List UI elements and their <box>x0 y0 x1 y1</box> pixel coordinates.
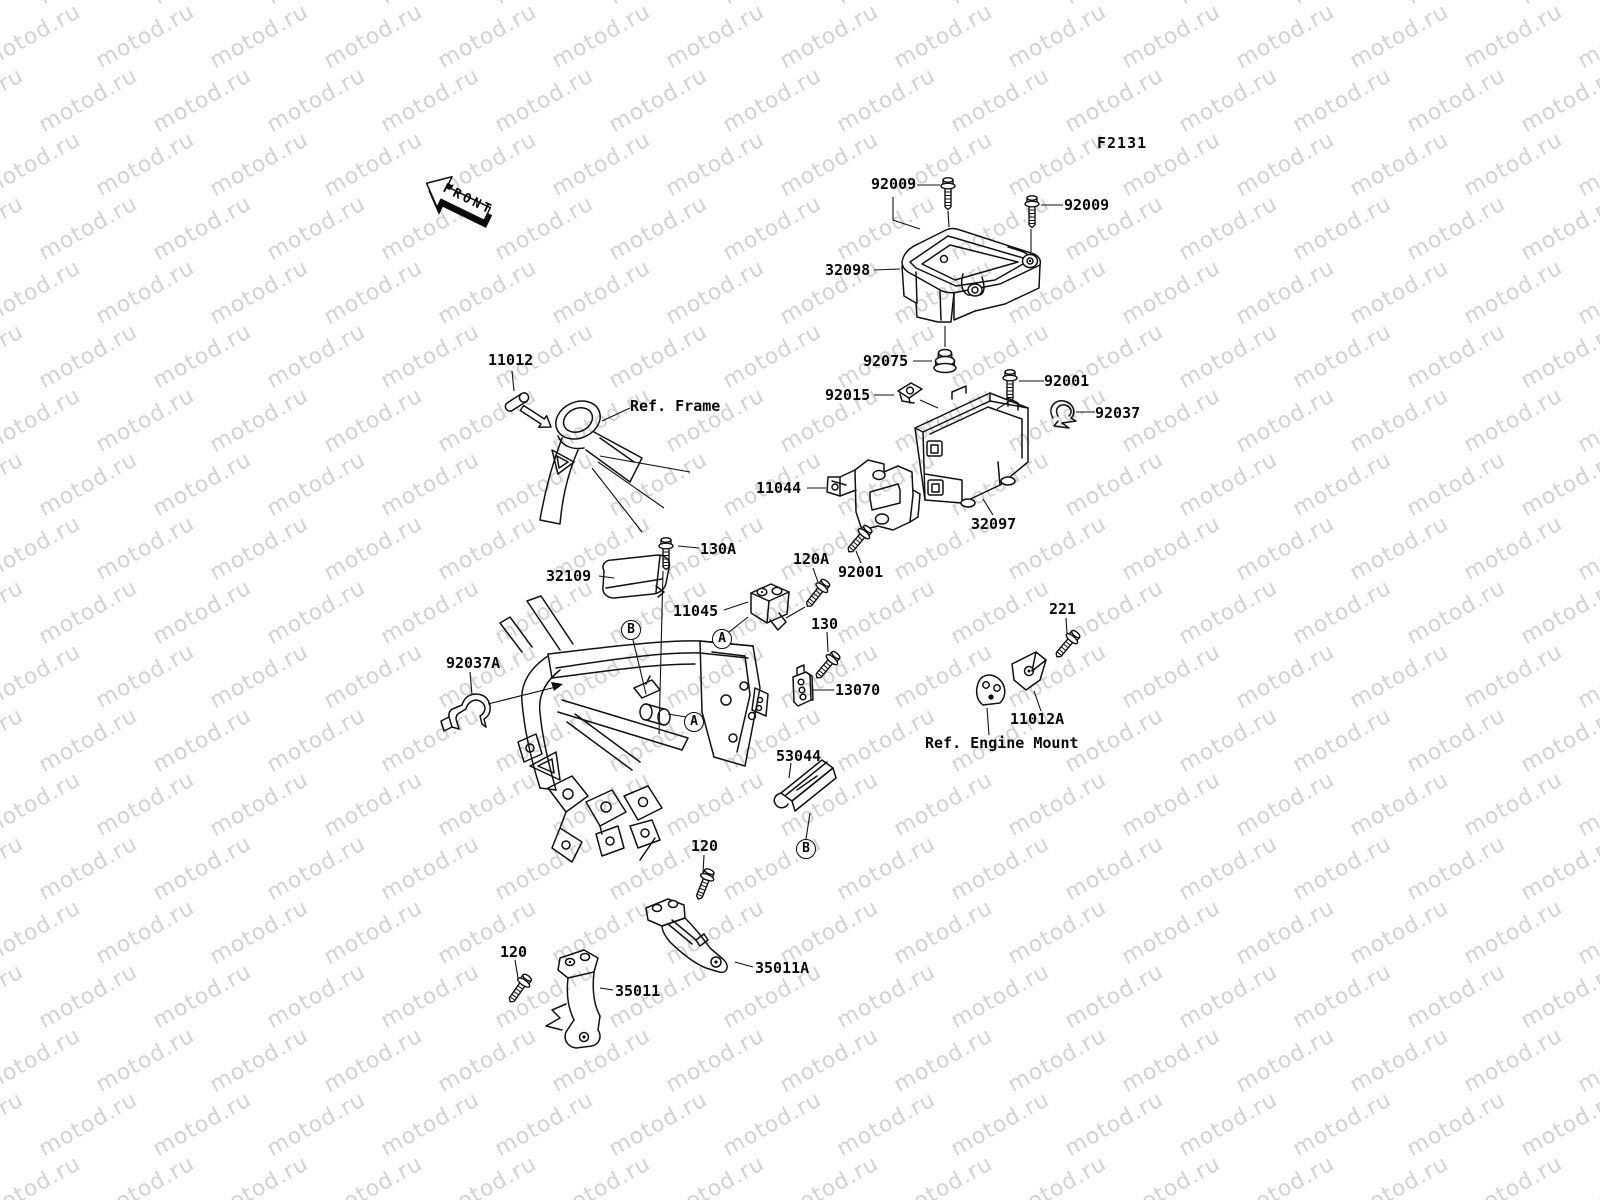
bolt-92009-right-drawing <box>1024 195 1040 229</box>
part-92075-damper-drawing <box>933 326 957 374</box>
bolt-120a-drawing <box>801 576 834 612</box>
callout-120-bottom: 120 <box>500 943 528 961</box>
ref-frame-drawing <box>504 392 691 533</box>
callout-92009-left: 92009 <box>871 175 917 193</box>
part-35011a-bracket-drawing <box>645 898 728 974</box>
callout-11044: 11044 <box>756 479 802 497</box>
part-11012a-mount-drawing <box>975 651 1047 706</box>
view-marker-a-bracket: A <box>712 629 732 649</box>
part-11045-bracket-drawing <box>750 583 790 631</box>
callout-32109: 32109 <box>546 567 592 585</box>
callout-92009-right: 92009 <box>1064 196 1110 214</box>
callout-35011: 35011 <box>615 982 661 1000</box>
callout-11045: 11045 <box>673 602 719 620</box>
callout-32098: 32098 <box>825 261 871 279</box>
bolt-120-bottom-drawing <box>503 971 535 1007</box>
bolt-92001-top-drawing <box>1002 369 1018 403</box>
part-32097-battery-case-drawing <box>914 385 1029 508</box>
ref-engine-mount-label: Ref. Engine Mount <box>925 734 1079 752</box>
front-arrow <box>425 176 493 228</box>
callout-11012: 11012 <box>488 351 534 369</box>
part-92015-clip-drawing <box>897 382 923 404</box>
view-marker-b-frame: B <box>621 620 641 640</box>
callout-221: 221 <box>1049 600 1077 618</box>
bolt-92001-mid-drawing <box>842 522 876 557</box>
callout-120-mid: 120 <box>691 837 719 855</box>
callout-130a: 130A <box>700 540 737 558</box>
callout-35011a: 35011A <box>755 959 810 977</box>
figure-code: F2131 <box>1097 134 1148 152</box>
part-32098-battery-tray-drawing <box>901 227 1042 323</box>
callout-11012a: 11012A <box>1010 710 1065 728</box>
callout-92075: 92075 <box>863 352 909 370</box>
ref-frame-label: Ref. Frame <box>630 397 721 415</box>
part-53044-channel-drawing <box>773 759 837 812</box>
callout-92037a: 92037A <box>446 654 501 672</box>
callout-53044: 53044 <box>776 747 822 765</box>
part-32109-pad-drawing <box>602 554 671 599</box>
part-11044-holder-drawing <box>826 459 921 531</box>
callout-120a: 120A <box>793 550 830 568</box>
callout-92037: 92037 <box>1095 404 1141 422</box>
part-92037-clamp-drawing <box>1050 399 1077 429</box>
view-marker-a-frame: A <box>684 712 704 732</box>
view-marker-b-channel: B <box>796 839 816 859</box>
callout-92001-top: 92001 <box>1044 372 1090 390</box>
part-35011-bracket-drawing <box>545 949 601 1049</box>
part-92037a-clamp-drawing <box>440 693 491 732</box>
bolt-120-mid-drawing <box>691 866 718 903</box>
leader-lines <box>469 184 1095 991</box>
bolt-92009-left-drawing <box>940 177 956 211</box>
callout-92015: 92015 <box>825 386 871 404</box>
bolt-130-drawing <box>810 648 844 683</box>
part-13070-bracket-drawing <box>792 664 814 707</box>
callout-32097: 32097 <box>971 515 1017 533</box>
callout-13070: 13070 <box>835 681 881 699</box>
callout-130: 130 <box>811 615 839 633</box>
callout-92001-mid: 92001 <box>838 563 884 581</box>
bolt-130a-drawing <box>658 537 674 571</box>
